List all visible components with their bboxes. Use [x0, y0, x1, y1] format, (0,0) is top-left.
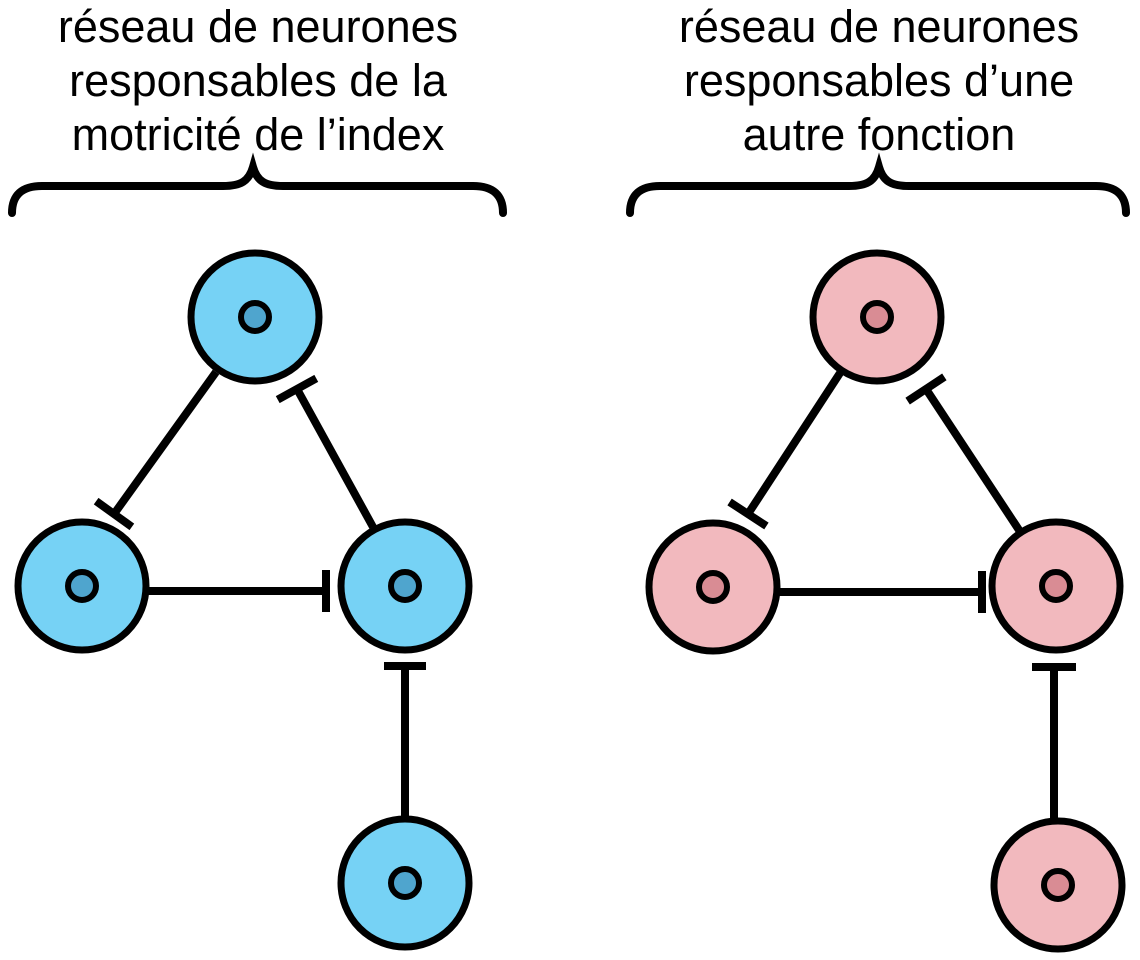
title-line: responsables de la	[69, 55, 447, 106]
title-line: réseau de neurones	[57, 1, 459, 52]
other-function-network-axon-right-to-top	[922, 386, 1023, 533]
other-function-network-neuron-left-nucleus	[696, 570, 730, 604]
title-line: réseau de neurones	[678, 1, 1080, 52]
title-line: motricité de l’index	[71, 109, 445, 160]
title-line: autre fonction	[742, 109, 1016, 160]
index-motor-network-axon-top-to-left	[110, 369, 220, 517]
index-motor-network-group	[8, 152, 507, 951]
other-function-network-brace	[626, 152, 1130, 217]
index-motor-network-neuron-left-nucleus	[65, 569, 99, 603]
index-motor-network-inhibitory-synapse-terminal-right-to-top	[275, 374, 319, 404]
index-motor-network-neuron-right-nucleus	[388, 569, 422, 603]
other-function-network-neuron-right-nucleus	[1039, 569, 1073, 603]
other-function-network-axon-top-to-left	[744, 370, 844, 517]
other-function-network-inhibitory-synapse-terminal-top-to-left	[727, 498, 769, 530]
index-motor-network-brace	[8, 152, 507, 217]
other-function-network-group	[626, 152, 1130, 953]
index-motor-network-axon-right-to-top	[293, 387, 377, 529]
other-function-network-neuron-bottom-nucleus	[1041, 868, 1075, 902]
index-motor-network-neuron-top-nucleus	[238, 300, 272, 334]
title-line: responsables d’une	[683, 55, 1075, 106]
left-network-title: réseau de neurones responsables de la mo…	[10, 0, 506, 162]
index-motor-network-neuron-bottom-nucleus	[388, 866, 422, 900]
right-network-title: réseau de neurones responsables d’une au…	[628, 0, 1130, 162]
other-function-network-neuron-top-nucleus	[860, 300, 894, 334]
index-motor-network-inhibitory-synapse-terminal-top-to-left	[93, 497, 135, 531]
other-function-network-inhibitory-synapse-terminal-right-to-top	[905, 373, 947, 405]
